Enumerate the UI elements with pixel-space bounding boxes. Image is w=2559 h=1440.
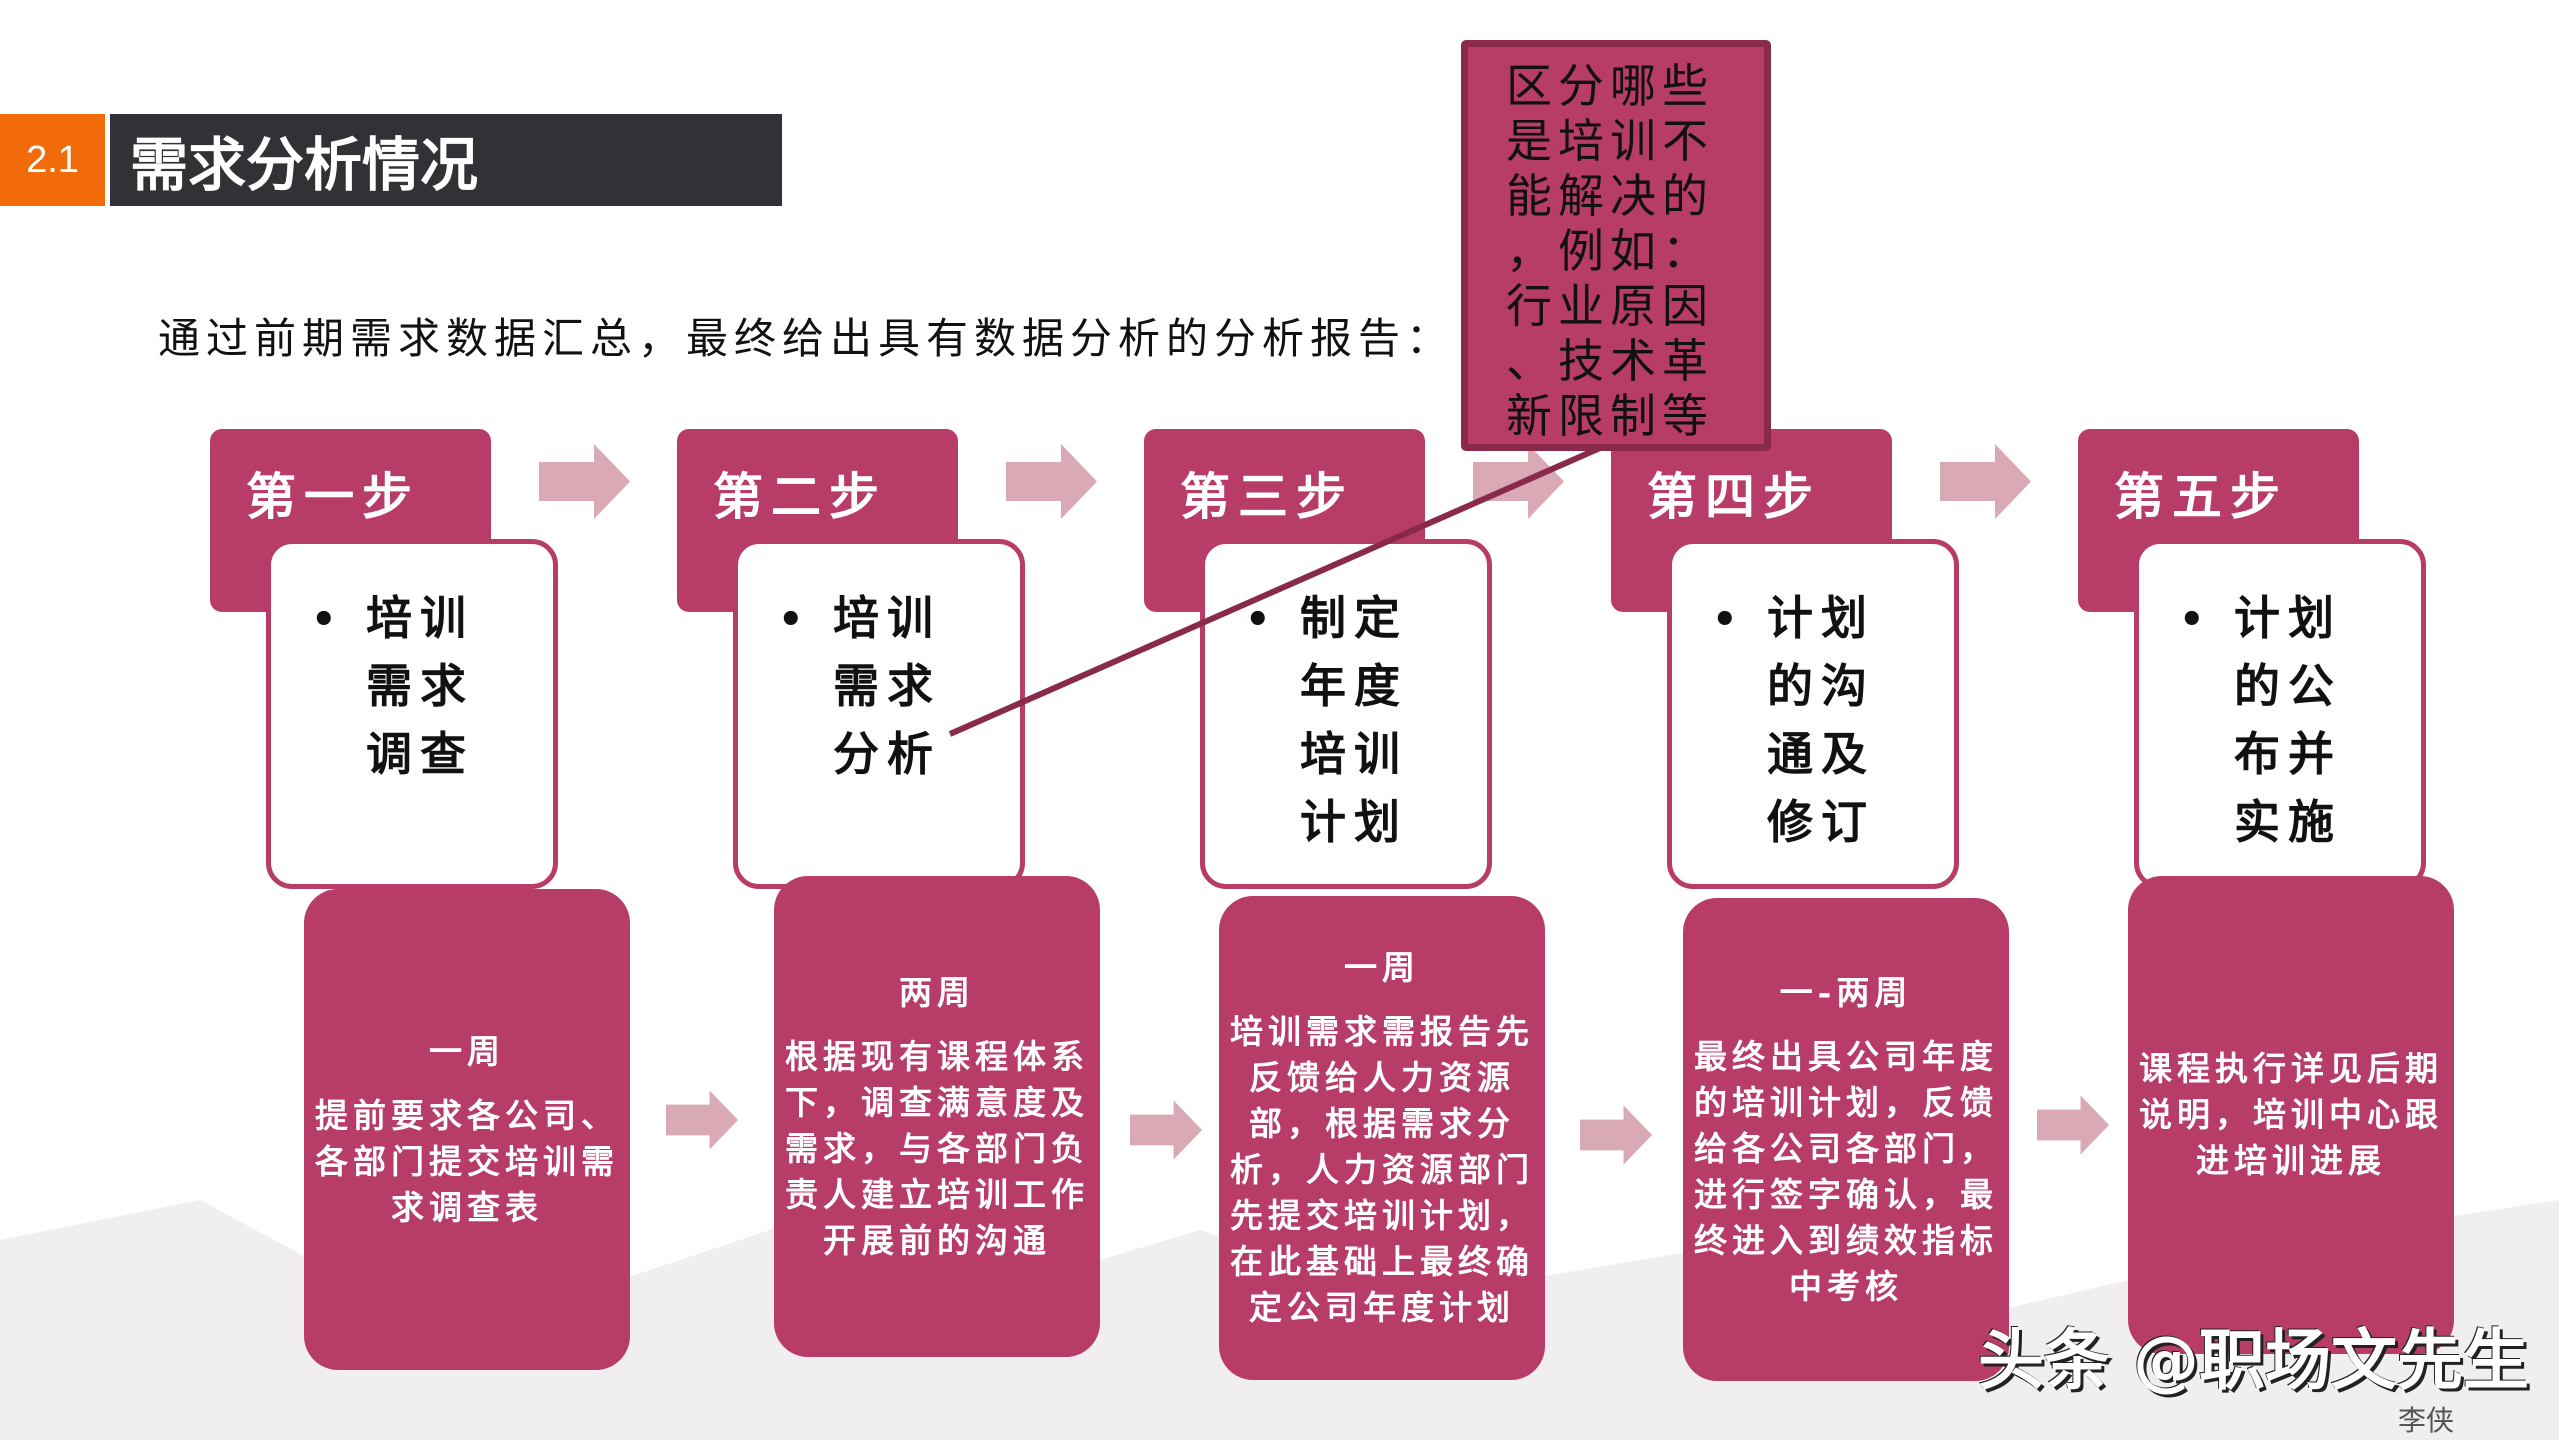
step-card: • 计划的公布并实施 bbox=[2134, 539, 2426, 889]
arrow-right-icon bbox=[1006, 444, 1097, 519]
step-item: 培训需求分析 bbox=[833, 591, 941, 781]
bullet-icon: • bbox=[311, 596, 337, 643]
step-item: 培训需求调查 bbox=[366, 591, 474, 781]
step-detail: 课程执行详见后期说明，培训中心跟进培训进展 bbox=[2139, 1049, 2443, 1180]
step-detail: 提前要求各公司、各部门提交培训需求调查表 bbox=[315, 1095, 619, 1227]
step-detail-box: 两周 根据现有课程体系下，调查满意度及需求，与各部门负责人建立培训工作开展前的沟… bbox=[774, 876, 1100, 1357]
step-detail-box: 一周 提前要求各公司、各部门提交培训需求调查表 bbox=[304, 889, 630, 1370]
step-detail-box: 一周 培训需求需报告先反馈给人力资源部，根据需求分析，人力资源部门先提交培训计划… bbox=[1219, 896, 1545, 1380]
step-label: 第一步 bbox=[246, 467, 420, 526]
step-card: • 培训需求调查 bbox=[266, 539, 558, 889]
arrow-right-icon bbox=[1130, 1090, 1202, 1170]
arrow-right-icon bbox=[2037, 1085, 2109, 1165]
step-label: 第五步 bbox=[2114, 467, 2288, 526]
step-detail: 培训需求需报告先反馈给人力资源部，根据需求分析，人力资源部门先提交培训计划，在此… bbox=[1230, 1012, 1534, 1327]
step-duration: 一周 bbox=[1344, 948, 1420, 987]
bullet-icon: • bbox=[778, 596, 804, 643]
step-duration: 一-两周 bbox=[1779, 972, 1913, 1012]
step-item: 制定年度培训计划 bbox=[1300, 591, 1408, 849]
step-label: 第二步 bbox=[713, 467, 887, 526]
step-label: 第四步 bbox=[1647, 467, 1821, 526]
bullet-icon: • bbox=[2179, 596, 2205, 643]
step-card: • 培训需求分析 bbox=[733, 539, 1025, 889]
watermark: 头条 @职场文先生 bbox=[1978, 1322, 2529, 1399]
bullet-icon: • bbox=[1245, 596, 1271, 643]
step-duration: 一周 bbox=[429, 1031, 505, 1071]
bullet-icon: • bbox=[1712, 596, 1738, 643]
step-detail-box: 一-两周 最终出具公司年度的培训计划，反馈给各公司各部门，进行签字确认，最终进入… bbox=[1683, 898, 2009, 1381]
step-detail: 最终出具公司年度的培训计划，反馈给各公司各部门，进行签字确认，最终进入到绩效指标… bbox=[1694, 1036, 1998, 1306]
step-duration: 两周 bbox=[899, 972, 975, 1012]
section-number: 2.1 bbox=[0, 114, 105, 206]
watermark-author: 李侠 bbox=[2398, 1404, 2455, 1437]
arrow-right-icon bbox=[666, 1080, 738, 1160]
page-title: 需求分析情况 bbox=[110, 114, 782, 206]
arrow-right-icon bbox=[539, 444, 630, 519]
intro-text: 通过前期需求数据汇总，最终给出具有数据分析的分析报告： bbox=[158, 314, 1455, 363]
step-card: • 制定年度培训计划 bbox=[1200, 539, 1492, 889]
step-item: 计划的公布并实施 bbox=[2234, 591, 2342, 849]
arrow-right-icon bbox=[1940, 444, 2031, 519]
step-card: • 计划的沟通及修订 bbox=[1667, 539, 1959, 889]
arrow-right-icon bbox=[1580, 1095, 1652, 1175]
arrow-right-icon bbox=[1473, 444, 1564, 519]
step-label: 第三步 bbox=[1180, 467, 1354, 526]
step-detail-box: 课程执行详见后期说明，培训中心跟进培训进展 bbox=[2128, 876, 2454, 1354]
step-item: 计划的沟通及修订 bbox=[1767, 591, 1875, 849]
step-detail: 根据现有课程体系下，调查满意度及需求，与各部门负责人建立培训工作开展前的沟通 bbox=[785, 1036, 1089, 1260]
callout-note: 区分哪些是培训不能解决的，例如：行业原因、技术革新限制等 bbox=[1461, 40, 1771, 451]
